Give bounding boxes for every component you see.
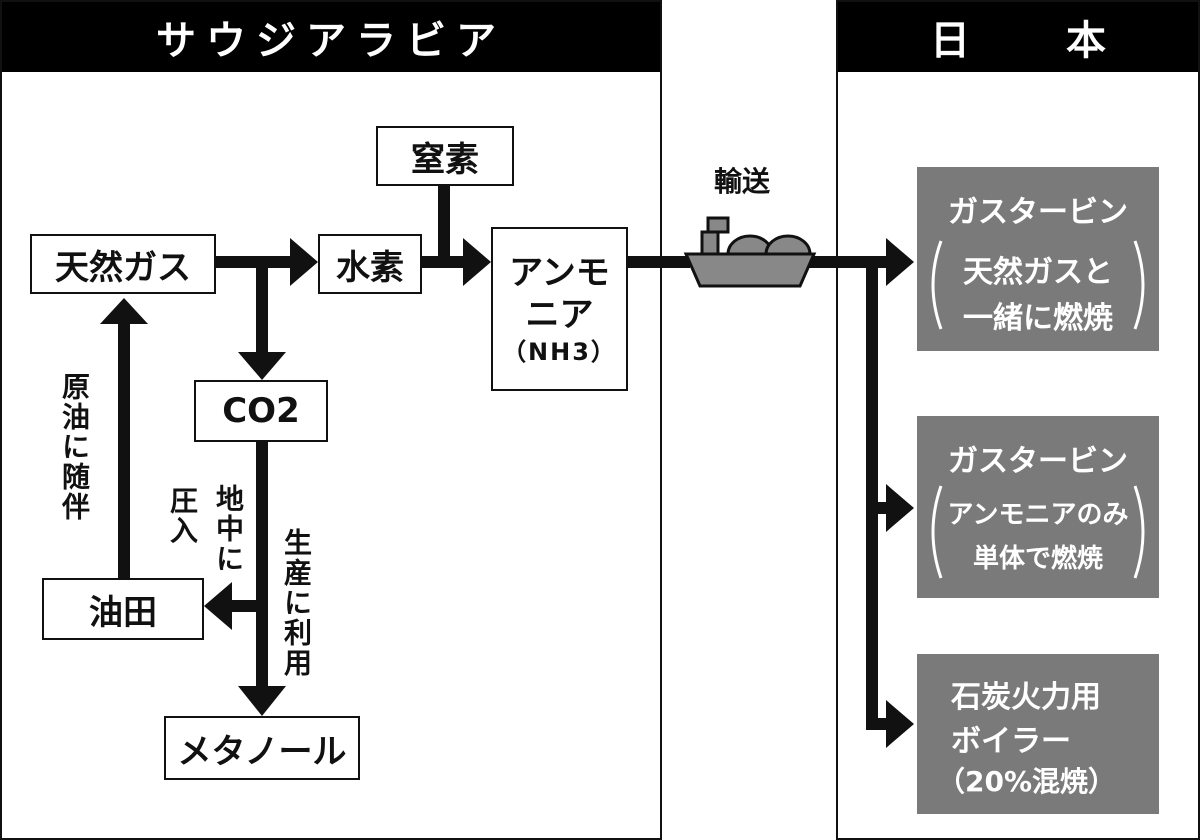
node-natural-gas: 天然ガス <box>30 234 216 294</box>
japan-header-char-1: 日 <box>930 18 970 64</box>
node-co2: CO2 <box>194 380 328 442</box>
use-1-line-2: 一緒に燃焼 <box>963 301 1113 336</box>
arrowhead-to-ammonia <box>463 238 491 286</box>
use-2-brackets <box>931 485 1145 579</box>
node-methanol: メタノール <box>164 716 360 780</box>
label-underground: 地中に <box>212 484 245 574</box>
japan-header: 日 本 <box>838 2 1198 72</box>
label-injection: 圧入 <box>166 486 199 546</box>
node-oil-field: 油田 <box>42 578 204 640</box>
use-2-line-1: アンモニアのみ <box>947 500 1129 530</box>
saudi-arabia-panel: サウジアラビア <box>0 0 662 840</box>
use-3-title: 石炭火力用 <box>951 680 1101 715</box>
use-1-title: ガスタービン <box>948 195 1128 230</box>
ship-icon <box>683 216 817 288</box>
use-box-1: ガスタービン 天然ガスと 一緒に燃焼 <box>917 167 1159 351</box>
arrowhead-to-use-2 <box>886 484 914 532</box>
ammonia-line-1: アンモ <box>509 252 610 293</box>
node-ammonia: アンモ ニア （NH3） <box>491 227 628 391</box>
use-2-title: ガスタービン <box>948 444 1128 479</box>
arrowhead-to-oilfield <box>204 582 232 630</box>
use-1-line-1: 天然ガスと <box>963 255 1113 290</box>
arrowhead-to-use-3 <box>886 700 914 748</box>
ammonia-formula: （NH3） <box>502 337 617 366</box>
ammonia-line-2: ニア <box>525 295 594 335</box>
use-box-2: ガスタービン アンモニアのみ 単体で燃焼 <box>917 416 1159 598</box>
japan-header-char-2: 本 <box>1066 18 1106 64</box>
use-3-line-2: （20%混焼） <box>937 765 1117 798</box>
use-3-line-1: ボイラー <box>951 724 1071 759</box>
use-2-line-2: 単体で燃焼 <box>972 544 1103 574</box>
arrowhead-to-co2 <box>238 352 286 380</box>
arrowhead-to-hydrogen <box>290 238 318 286</box>
saudi-arabia-header: サウジアラビア <box>2 2 660 72</box>
use-box-3: 石炭火力用 ボイラー （20%混焼） <box>917 654 1159 814</box>
arrowhead-to-use-1 <box>886 238 914 286</box>
arrowhead-to-methanol <box>238 686 286 716</box>
label-production-use: 生産に利用 <box>280 528 313 678</box>
use-1-brackets <box>931 240 1145 330</box>
label-transport: 輸送 <box>714 165 771 198</box>
label-associated-with-crude: 原油に随伴 <box>58 372 91 522</box>
arrowhead-to-gas <box>100 298 148 324</box>
node-hydrogen: 水素 <box>318 234 422 294</box>
node-nitrogen: 窒素 <box>376 126 514 186</box>
